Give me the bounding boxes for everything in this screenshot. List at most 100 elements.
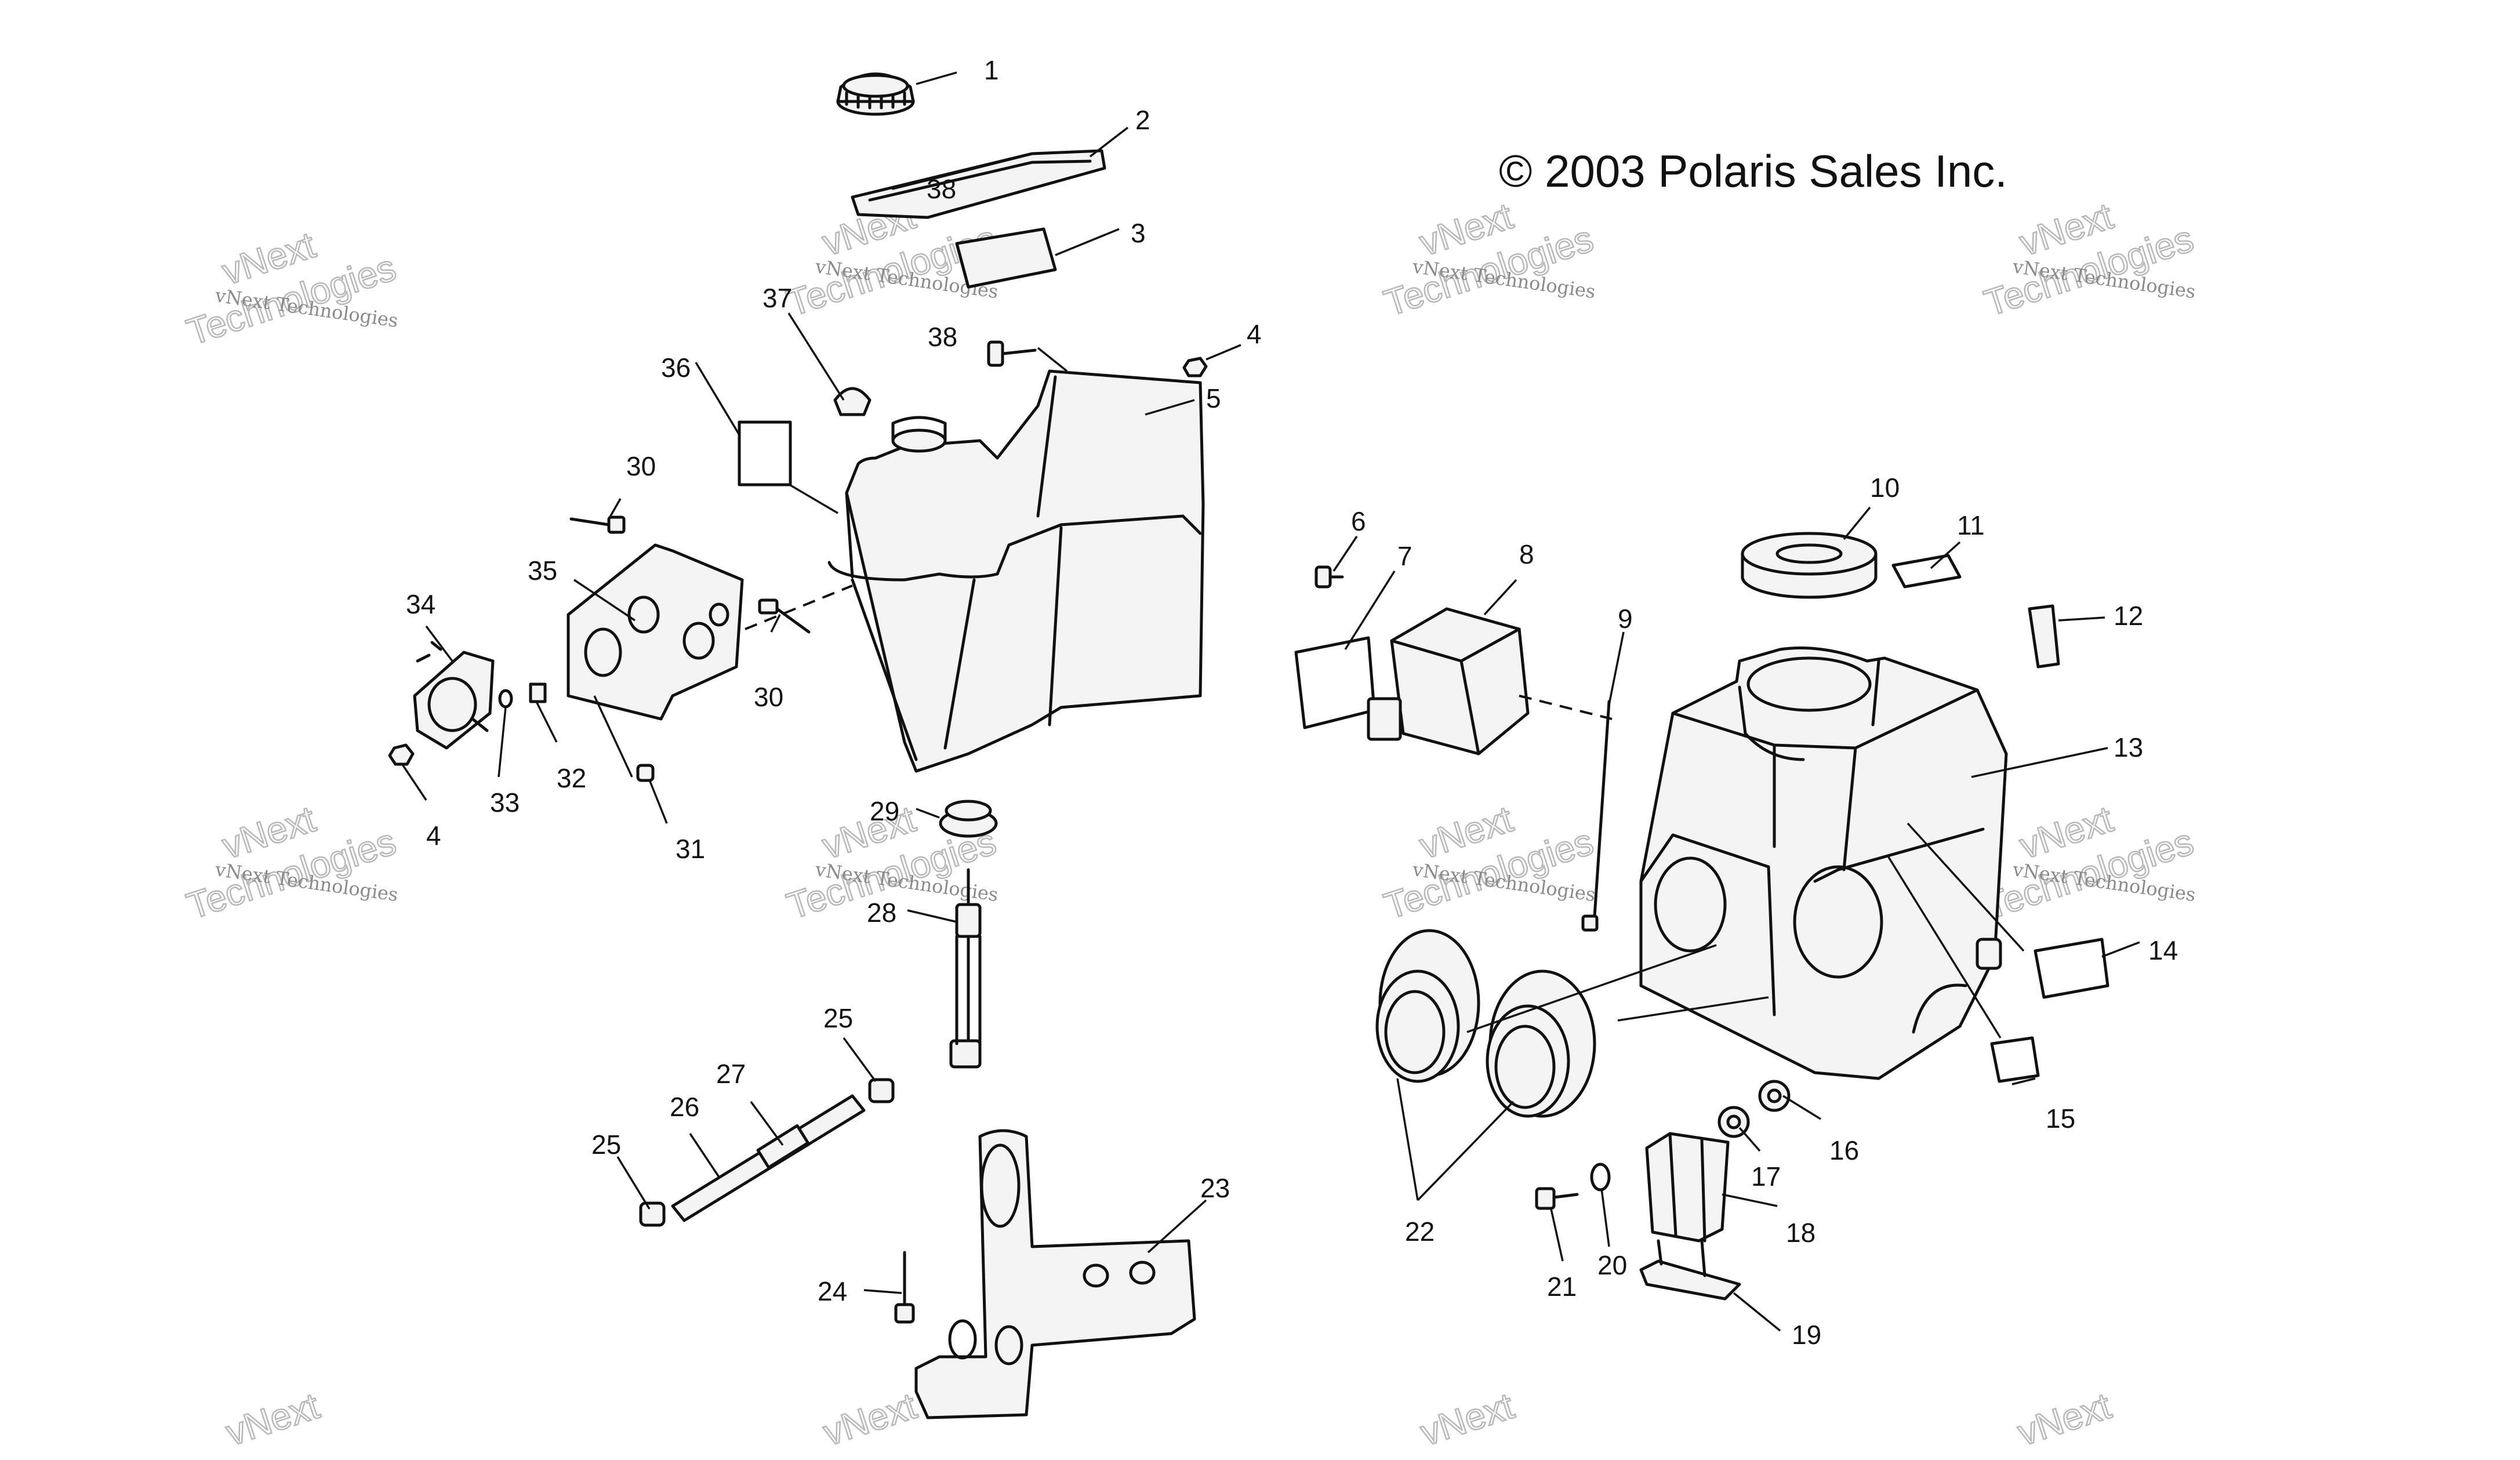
leader-lines [402, 71, 2140, 1332]
part-pin-9 [1581, 700, 1611, 932]
callout-9: 9 [1618, 604, 1633, 634]
callout-16: 16 [1829, 1135, 1859, 1165]
callout-5: 5 [1206, 383, 1221, 413]
callout-1: 1 [984, 55, 999, 85]
part-bolt-24 [894, 1251, 915, 1324]
callout-38: 38 [927, 174, 956, 204]
part-label-7 [1294, 636, 1376, 729]
callout-28: 28 [867, 898, 896, 928]
callout-26: 26 [670, 1092, 699, 1122]
copyright-notice: © 2003 Polaris Sales Inc. [1499, 146, 2007, 197]
part-grommet-29 [939, 800, 998, 838]
callout-3: 3 [1131, 218, 1146, 248]
callout-23: 23 [1200, 1173, 1230, 1203]
part-clip [833, 387, 872, 416]
callout-31: 31 [676, 834, 705, 864]
callout-35: 35 [528, 555, 557, 586]
watermark: vNext [220, 1384, 325, 1455]
callout-20: 20 [1597, 1250, 1627, 1280]
part-airbox [1639, 647, 2008, 1080]
callout-38: 38 [928, 322, 957, 352]
part-foam-block [955, 227, 1057, 289]
part-foam-ring [1741, 532, 1878, 599]
watermark: vNext Technologies vNext Technologies [1378, 797, 1599, 928]
watermark: vNext Technologies vNext Technologies [181, 797, 401, 928]
part-rivet-6 [1315, 565, 1344, 589]
callout-34: 34 [406, 589, 435, 619]
part-washer-33 [498, 689, 513, 709]
callout-30: 30 [754, 682, 783, 712]
svg-text:vNext: vNext [1415, 1385, 1519, 1454]
callout-6: 6 [1351, 506, 1366, 536]
callout-30: 30 [626, 451, 656, 481]
callout-24: 24 [818, 1276, 847, 1306]
callout-19: 19 [1792, 1320, 1821, 1350]
part-bracket-23 [914, 1129, 1196, 1419]
part-bracket-19 [1639, 1239, 1741, 1301]
callout-25: 25 [823, 1003, 853, 1033]
part-label-36 [738, 420, 792, 486]
callout-36: 36 [661, 353, 691, 383]
part-oil-tank [827, 369, 1205, 773]
callout-29: 29 [870, 796, 899, 826]
callout-25: 25 [591, 1129, 621, 1160]
part-label-14 [2034, 938, 2109, 999]
callout-17: 17 [1751, 1161, 1781, 1192]
callout-37: 37 [762, 283, 792, 313]
part-nut-top [1182, 357, 1208, 377]
part-bolt-38 [987, 340, 1037, 367]
callout-11: 11 [1957, 510, 1985, 540]
part-pickup-28 [949, 868, 982, 1069]
part-bolt-30b [758, 598, 811, 634]
part-intake-boot-b [1486, 969, 1596, 1118]
part-bolt-21 [1535, 1187, 1579, 1210]
part-fuel-pump [413, 641, 495, 750]
watermark: vNext [1415, 1384, 1520, 1455]
svg-text:vNext: vNext [221, 1385, 324, 1454]
callout-14: 14 [2148, 935, 2178, 965]
watermark: vNext [818, 1384, 923, 1455]
callout-4: 4 [426, 820, 441, 851]
part-bolt-30a [569, 515, 626, 534]
callout-27: 27 [716, 1059, 746, 1089]
part-ignition-coil [1645, 1132, 1730, 1243]
callout-33: 33 [490, 787, 520, 818]
callout-labels: 1 2 38 3 37 38 4 36 5 30 35 34 30 33 32 … [406, 55, 2178, 1350]
part-clamp-25a [639, 1201, 666, 1227]
part-tank-lid [851, 149, 1106, 219]
callout-18: 18 [1786, 1218, 1815, 1248]
callout-13: 13 [2114, 732, 2143, 762]
callout-7: 7 [1397, 541, 1412, 571]
callout-12: 12 [2114, 601, 2143, 631]
callout-4: 4 [1247, 319, 1262, 349]
watermark: vNext [2012, 1384, 2117, 1455]
callout-8: 8 [1519, 539, 1534, 569]
part-nut-lower [388, 743, 415, 766]
callout-2: 2 [1135, 105, 1150, 135]
part-bracket-35 [567, 543, 744, 721]
svg-text:vNext: vNext [818, 1385, 921, 1454]
part-hose-26 [671, 1094, 866, 1222]
part-label-11 [1891, 554, 1962, 589]
callout-22: 22 [1405, 1216, 1435, 1247]
part-label-15 [1990, 1036, 2040, 1083]
part-bolt-31 [636, 764, 655, 782]
callout-32: 32 [557, 763, 586, 793]
part-grommet-32 [529, 682, 547, 703]
callout-15: 15 [2046, 1103, 2075, 1134]
watermark: vNext Technologies vNext Technologies [181, 223, 401, 354]
watermark: vNext Technologies vNext Technologies [1978, 194, 2199, 325]
part-intake-boot-a [1375, 929, 1480, 1083]
callout-10: 10 [1870, 473, 1900, 503]
assembly-line [1519, 695, 1613, 720]
watermark: vNext Technologies vNext Technologies [1378, 194, 1599, 325]
part-grommet-16 [1758, 1080, 1791, 1112]
part-oil-cap [836, 72, 915, 116]
callout-21: 21 [1547, 1272, 1577, 1302]
part-cdi-box [1367, 607, 1530, 756]
part-washer-20 [1590, 1163, 1611, 1192]
svg-text:vNext: vNext [2013, 1385, 2116, 1454]
watermark: vNext Technologies vNext Technologies [1978, 797, 2199, 928]
part-clamp-25b [868, 1078, 895, 1103]
